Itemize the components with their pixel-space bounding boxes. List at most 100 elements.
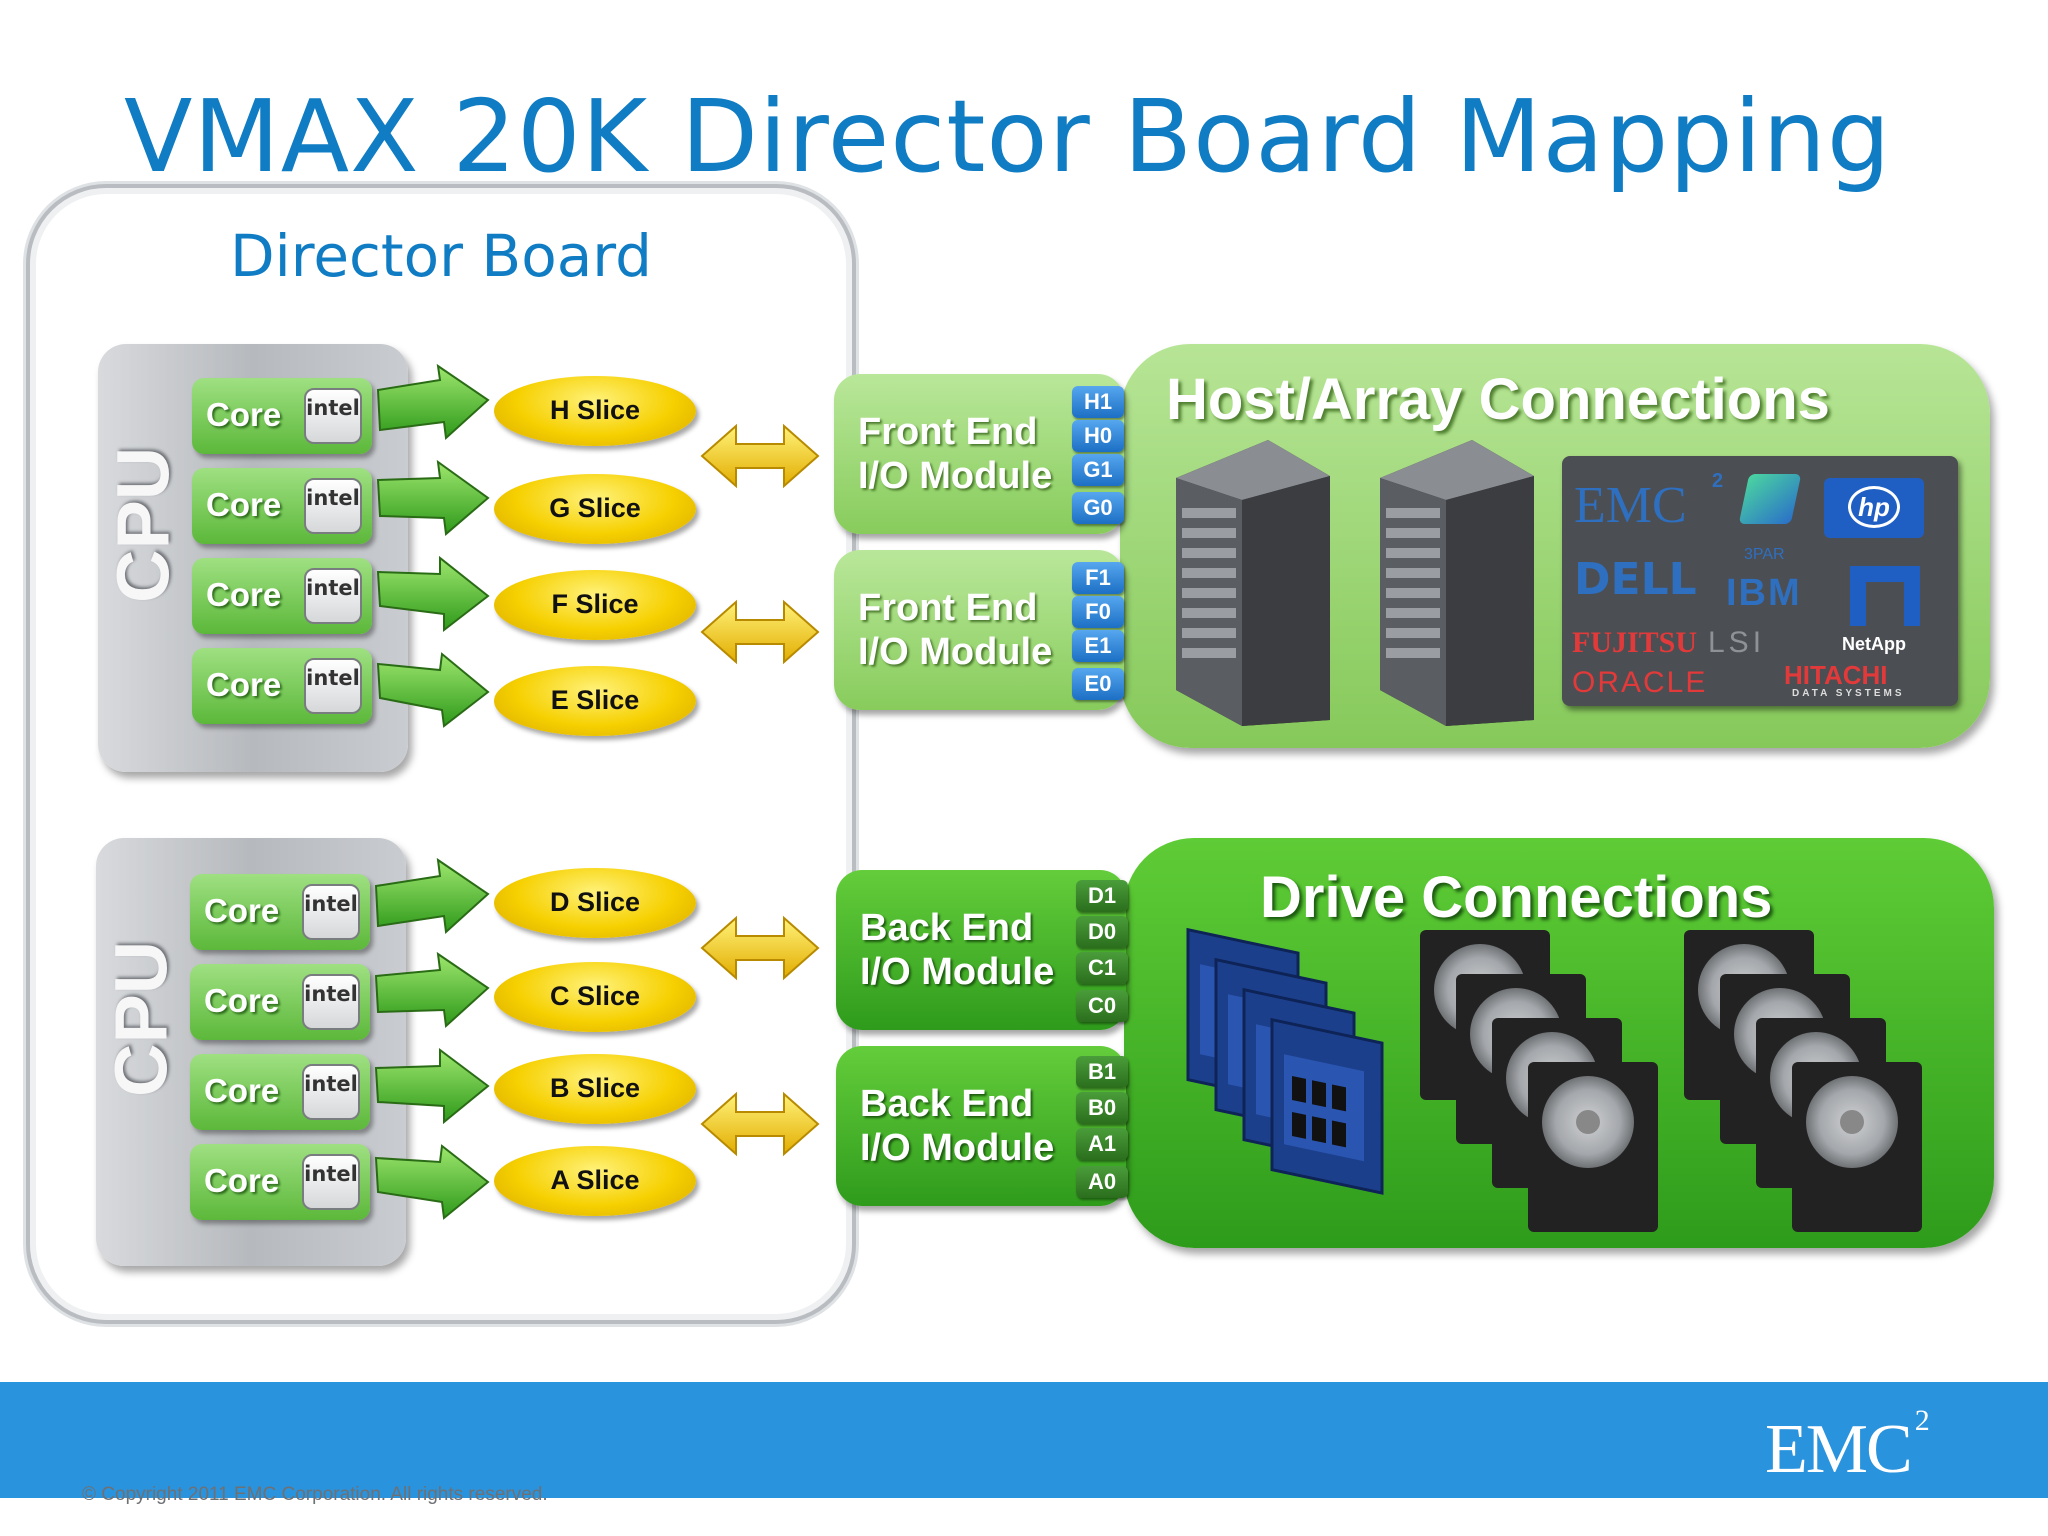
intel-chip-icon: intel bbox=[302, 884, 360, 940]
port-label: D0 bbox=[1076, 916, 1128, 948]
port-label: D1 bbox=[1076, 880, 1128, 912]
intel-chip-icon: intel bbox=[302, 1064, 360, 1120]
core-label: Core bbox=[204, 1162, 280, 1199]
slice-label: F Slice bbox=[551, 589, 639, 619]
vendor-logos-panel: EMC 2 3PAR hp DELL IBM FUJITSU LSI NetAp… bbox=[1562, 456, 1958, 706]
core-label: Core bbox=[204, 982, 280, 1019]
core-block: Core intel bbox=[190, 1144, 370, 1220]
port-label: F0 bbox=[1072, 596, 1124, 628]
server-rack-icon bbox=[1380, 440, 1534, 726]
port-label: E0 bbox=[1072, 668, 1124, 700]
drive-connections-title: Drive Connections bbox=[1260, 865, 1773, 930]
core-label: Core bbox=[206, 576, 282, 613]
slice-oval: A Slice bbox=[494, 1146, 696, 1216]
netapp-logo-notch bbox=[1866, 582, 1904, 626]
double-arrow-icon bbox=[700, 1091, 820, 1157]
module-label-line1: Back End bbox=[860, 1083, 1034, 1125]
slice-oval: B Slice bbox=[494, 1054, 696, 1124]
slice-label: C Slice bbox=[549, 981, 641, 1011]
double-arrow-icon bbox=[700, 423, 820, 489]
module-label-line1: Back End bbox=[860, 907, 1034, 949]
slice-oval: G Slice bbox=[494, 474, 696, 544]
module-label-line2: I/O Module bbox=[860, 951, 1055, 993]
slice-label: G Slice bbox=[549, 493, 641, 523]
slice-label: B Slice bbox=[549, 1073, 641, 1103]
vendor-logo-hp: hp bbox=[1848, 486, 1900, 528]
core-label: Core bbox=[204, 1072, 280, 1109]
port-label: G0 bbox=[1072, 492, 1124, 524]
port-label: C1 bbox=[1076, 952, 1128, 984]
intel-chip-text: intel bbox=[306, 666, 360, 690]
vendor-logo-emc: EMC bbox=[1574, 477, 1687, 534]
module-label-line2: I/O Module bbox=[858, 631, 1053, 673]
intel-chip-icon: intel bbox=[304, 658, 362, 714]
green-arrow-icon bbox=[374, 1048, 490, 1125]
intel-chip-icon: intel bbox=[304, 388, 362, 444]
module-label-line1: Front End bbox=[858, 587, 1038, 629]
vendor-logo-oracle: ORACLE bbox=[1572, 666, 1708, 699]
core-label: Core bbox=[206, 666, 282, 703]
intel-chip-icon: intel bbox=[302, 1154, 360, 1210]
green-arrow-icon bbox=[374, 857, 490, 935]
slice-oval: H Slice bbox=[494, 376, 696, 446]
vendor-logo-emc-sup: 2 bbox=[1712, 470, 1724, 492]
double-arrow-icon bbox=[700, 915, 820, 981]
slice-oval: D Slice bbox=[494, 868, 696, 938]
intel-chip-text: intel bbox=[306, 486, 360, 510]
port-label: H1 bbox=[1072, 386, 1124, 418]
core-label: Core bbox=[206, 396, 282, 433]
slice-label: A Slice bbox=[550, 1165, 640, 1195]
host-array-title: Host/Array Connections bbox=[1166, 367, 1830, 432]
green-arrow-icon bbox=[376, 459, 490, 536]
intel-chip-text: intel bbox=[306, 396, 360, 420]
core-block: Core intel bbox=[192, 648, 372, 724]
vendor-logo-netapp: NetApp bbox=[1842, 634, 1906, 654]
green-arrow-icon bbox=[376, 363, 490, 441]
double-arrow-icon bbox=[700, 599, 820, 665]
port-label: G1 bbox=[1072, 454, 1124, 486]
intel-chip-text: intel bbox=[304, 892, 358, 916]
port-label: F1 bbox=[1072, 562, 1124, 594]
drive-graphics bbox=[1186, 927, 1922, 1232]
module-label-line1: Front End bbox=[858, 411, 1038, 453]
intel-chip-text: intel bbox=[306, 576, 360, 600]
3par-logo-icon bbox=[1738, 474, 1802, 524]
vendor-logo-hitachi: HITACHI bbox=[1784, 660, 1888, 690]
green-arrow-icon bbox=[374, 951, 490, 1029]
green-arrow-icon bbox=[376, 652, 490, 728]
green-arrow-icon bbox=[374, 1144, 490, 1220]
slice-label: D Slice bbox=[549, 887, 641, 917]
vendor-logo-fujitsu: FUJITSU bbox=[1572, 626, 1698, 659]
hp-logo-icon: hp bbox=[1824, 478, 1924, 538]
port-label: H0 bbox=[1072, 420, 1124, 452]
port-label: E1 bbox=[1072, 630, 1124, 662]
emc-logo-sup: 2 bbox=[1914, 1404, 1930, 1437]
slice-oval: C Slice bbox=[494, 962, 696, 1032]
module-label-line2: I/O Module bbox=[860, 1127, 1055, 1169]
core-block: Core intel bbox=[190, 1054, 370, 1130]
intel-chip-text: intel bbox=[304, 1162, 358, 1186]
netapp-logo-icon bbox=[1850, 566, 1920, 626]
slice-label: E Slice bbox=[550, 685, 640, 715]
core-label: Core bbox=[204, 892, 280, 929]
hdd-stack-icon bbox=[1420, 930, 1658, 1232]
module-label-line2: I/O Module bbox=[858, 455, 1053, 497]
vendor-logo-lsi: LSI bbox=[1708, 626, 1766, 659]
emc-logo-text: EMC bbox=[1765, 1411, 1913, 1488]
intel-chip-icon: intel bbox=[302, 974, 360, 1030]
vendor-logo-dell: DELL bbox=[1574, 554, 1697, 605]
vendor-logo-hitachi-sub: DATA SYSTEMS bbox=[1792, 688, 1905, 699]
footer-bar bbox=[0, 1382, 2048, 1498]
slice-oval: F Slice bbox=[494, 570, 696, 640]
core-block: Core intel bbox=[190, 964, 370, 1040]
slice-label: H Slice bbox=[549, 395, 641, 425]
ssd-stack-icon bbox=[1186, 927, 1384, 1195]
server-racks bbox=[1176, 440, 1534, 726]
port-label: B1 bbox=[1076, 1056, 1128, 1088]
